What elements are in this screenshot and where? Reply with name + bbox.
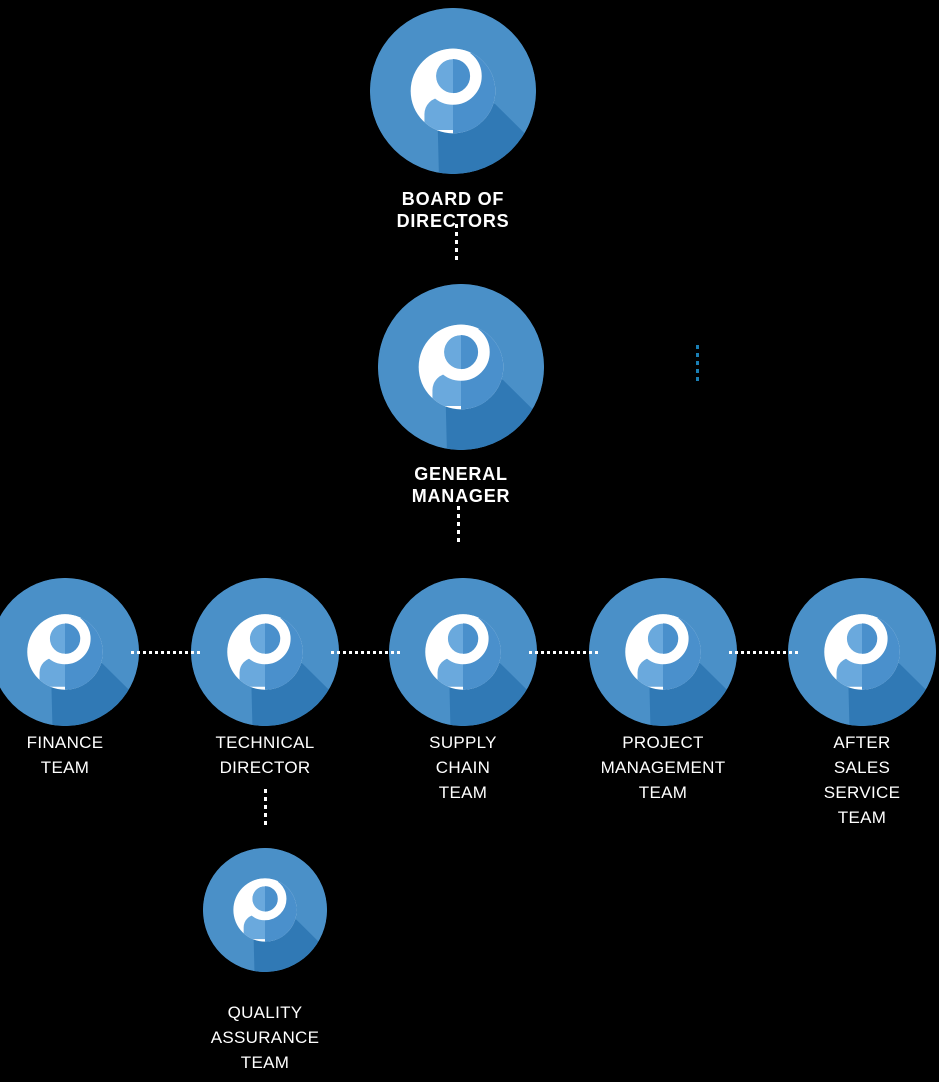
node-label-after-sales-service-team: AFTER SALES SERVICE TEAM	[823, 733, 901, 827]
node-label-quality-assurance-team: QUALITY ASSURANCE TEAM	[210, 1003, 320, 1072]
avatar-icon	[0, 578, 139, 726]
node-label-technical-director: TECHNICAL DIRECTOR	[215, 733, 315, 777]
person-glyph	[437, 614, 501, 690]
connector-project-to-aftersales	[729, 651, 799, 654]
connector-supply-to-project	[529, 651, 600, 654]
connector-general-manager-to-row	[457, 506, 460, 546]
node-label-board-of-directors: BOARD OF DIRECTORS	[396, 189, 510, 231]
node-avatar-project-management-team[interactable]	[589, 578, 737, 726]
connector-stray-accent-marker	[696, 345, 699, 385]
node-avatar-finance-team[interactable]	[0, 578, 139, 726]
avatar-icon	[389, 578, 537, 726]
connector-board-to-general-manager	[455, 224, 458, 262]
node-avatar-supply-chain-team[interactable]	[389, 578, 537, 726]
person-glyph	[243, 878, 297, 942]
node-label-general-manager: GENERAL MANAGER	[411, 464, 511, 506]
avatar-icon	[191, 578, 339, 726]
node-avatar-general-manager[interactable]	[378, 284, 544, 450]
avatar-icon	[370, 8, 536, 174]
avatar-icon	[378, 284, 544, 450]
node-avatar-board-of-directors[interactable]	[370, 8, 536, 174]
avatar-icon	[788, 578, 936, 726]
node-avatar-after-sales-service-team[interactable]	[788, 578, 936, 726]
node-label-project-management-team: PROJECT MANAGEMENT TEAM	[600, 733, 726, 802]
avatar-icon	[203, 848, 327, 972]
connector-finance-to-technical	[131, 651, 202, 654]
connector-technical-to-supply	[331, 651, 401, 654]
node-label-finance-team: FINANCE TEAM	[26, 733, 104, 777]
node-label-supply-chain-team: SUPPLY CHAIN TEAM	[429, 733, 497, 802]
node-avatar-quality-assurance-team[interactable]	[203, 848, 327, 972]
connector-technical-to-quality	[264, 789, 267, 827]
person-glyph	[39, 614, 103, 690]
avatar-icon	[589, 578, 737, 726]
node-avatar-technical-director[interactable]	[191, 578, 339, 726]
